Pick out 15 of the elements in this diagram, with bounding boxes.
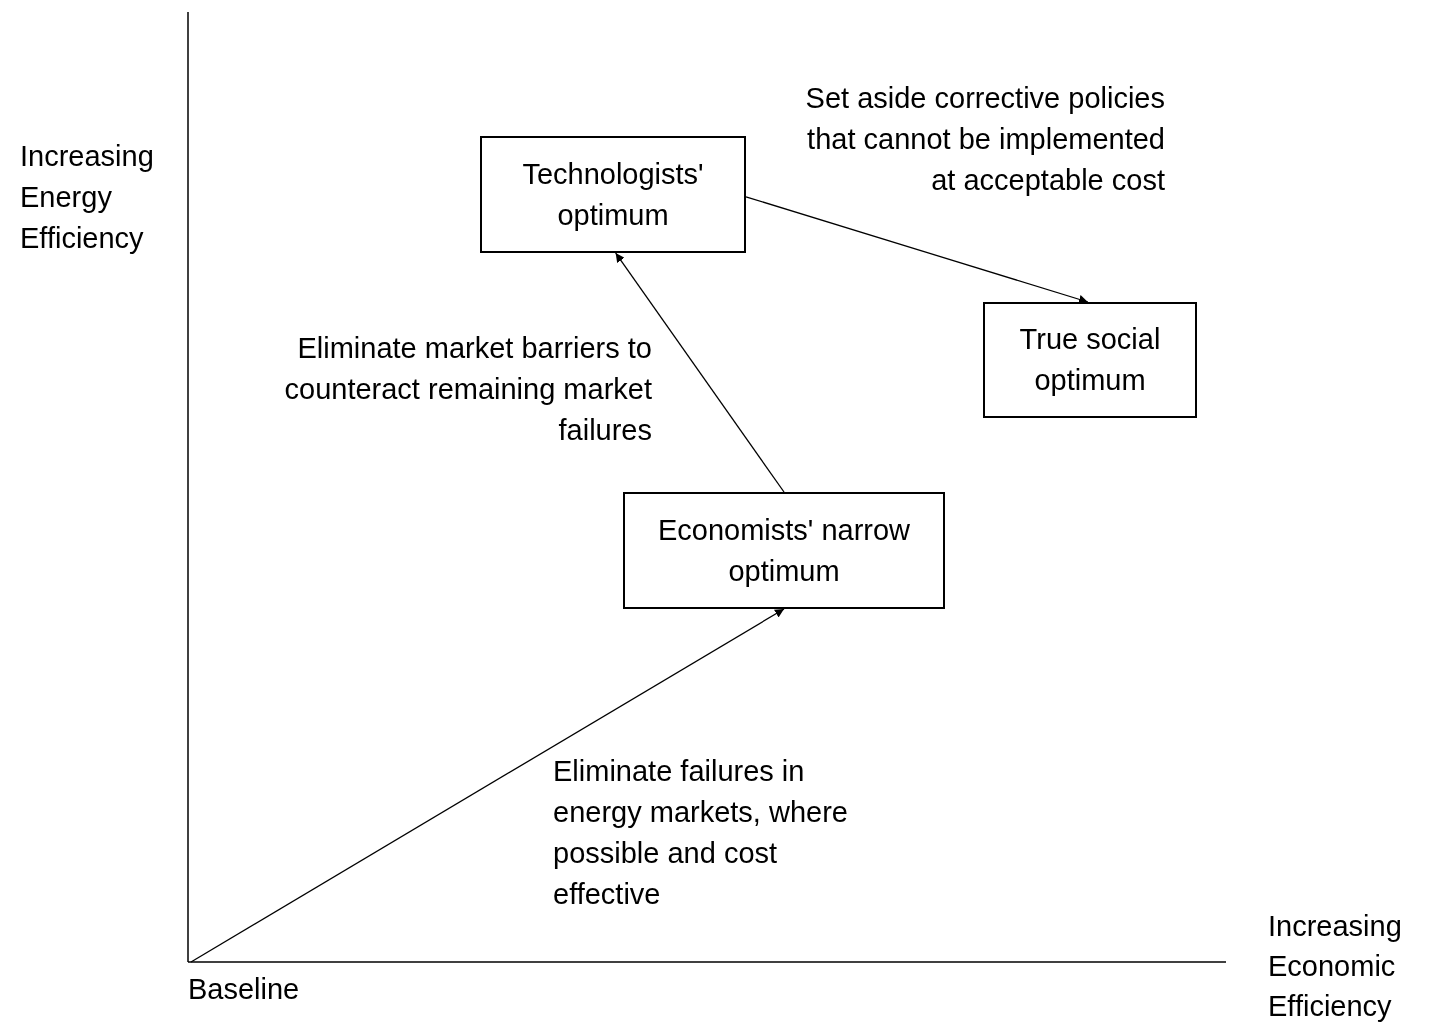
process-box bbox=[480, 136, 746, 253]
axis-label: Increasing Economic Efficiency bbox=[1268, 909, 1403, 1024]
edge-label: Set aside corrective policies that cannot be implemented at acceptable cost bbox=[804, 81, 1165, 198]
node-label: Economists' narrow optimum bbox=[656, 512, 912, 589]
process-box bbox=[623, 492, 945, 609]
node-label: Baseline bbox=[188, 972, 300, 1007]
edge-label: Eliminate failures in energy markets, where possible and cost effective bbox=[553, 754, 849, 912]
process-box bbox=[983, 302, 1197, 418]
node-label: True social optimum bbox=[1018, 322, 1162, 398]
node-label: Technologists' optimum bbox=[521, 156, 705, 233]
arrow bbox=[190, 608, 785, 963]
arrow bbox=[615, 252, 785, 493]
axis-label: Increasing Energy Efficiency bbox=[20, 139, 155, 256]
arrow bbox=[745, 196, 1089, 304]
edge-label: Eliminate market barriers to counteract remaining market failures bbox=[283, 331, 652, 448]
